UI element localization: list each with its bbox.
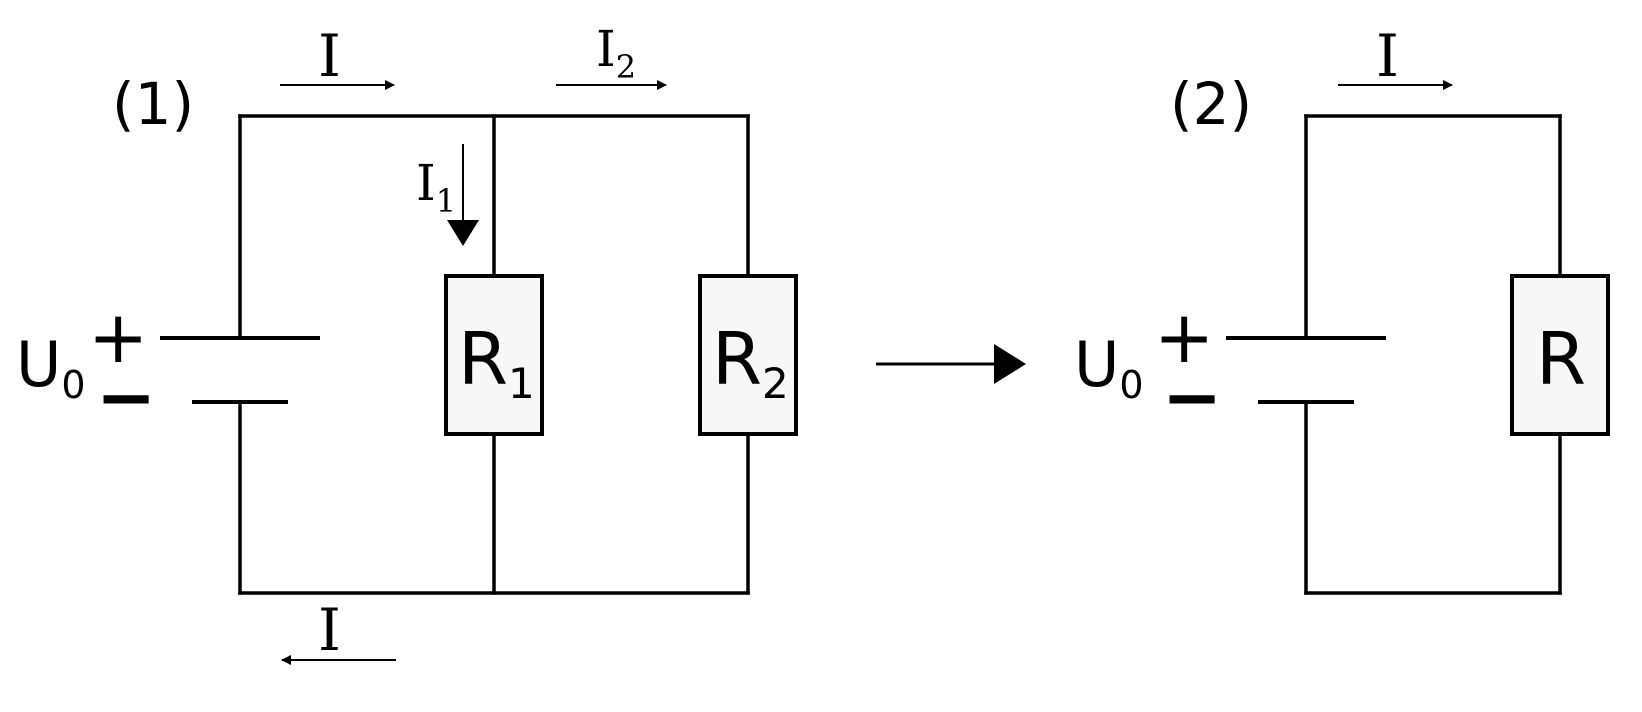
resistor-r2-label: R2 bbox=[712, 317, 789, 408]
current-i2-label: I2 bbox=[596, 20, 636, 86]
battery-1: + − U0 bbox=[16, 295, 320, 439]
current-i-top-2-label: I bbox=[1376, 22, 1399, 90]
current-i2: I2 bbox=[556, 20, 667, 90]
circuit-1: (1) + − U0 R1 bbox=[16, 20, 798, 665]
resistor-r1: R1 bbox=[444, 274, 544, 436]
source-voltage-label: U0 bbox=[16, 328, 86, 407]
circuit-2: (2) + − U0 R I bbox=[1074, 22, 1610, 595]
resistor-r: R bbox=[1510, 274, 1610, 436]
current-i1-arrow-icon bbox=[447, 220, 479, 246]
current-i-top-2: I bbox=[1338, 22, 1453, 90]
right-arrow-icon bbox=[876, 344, 1026, 384]
circuit-2-wires bbox=[1304, 114, 1562, 595]
resistor-r1-label: R1 bbox=[458, 317, 535, 408]
minus-sign: − bbox=[96, 355, 156, 439]
current-i-bottom: I bbox=[281, 596, 396, 665]
source-voltage-label: U0 bbox=[1074, 328, 1144, 407]
current-i-bottom-label: I bbox=[318, 596, 341, 664]
battery-2: + − U0 bbox=[1074, 295, 1386, 439]
current-i1-label: I1 bbox=[416, 154, 456, 220]
current-i-top: I bbox=[280, 22, 395, 90]
plus-sign: + bbox=[88, 295, 148, 379]
current-i-top-label: I bbox=[318, 22, 341, 90]
resistor-r1-body bbox=[444, 274, 544, 436]
current-i1: I1 bbox=[416, 144, 479, 246]
circuit-1-label: (1) bbox=[112, 70, 194, 138]
resistor-r2-body bbox=[698, 274, 798, 436]
minus-sign: − bbox=[1162, 355, 1222, 439]
plus-sign: + bbox=[1154, 295, 1214, 379]
resistor-r-body bbox=[1510, 274, 1610, 436]
circuit-1-wires bbox=[238, 114, 750, 595]
resistor-r2: R2 bbox=[698, 274, 798, 436]
resistor-r-label: R bbox=[1536, 317, 1586, 401]
circuit-2-label: (2) bbox=[1170, 70, 1252, 138]
